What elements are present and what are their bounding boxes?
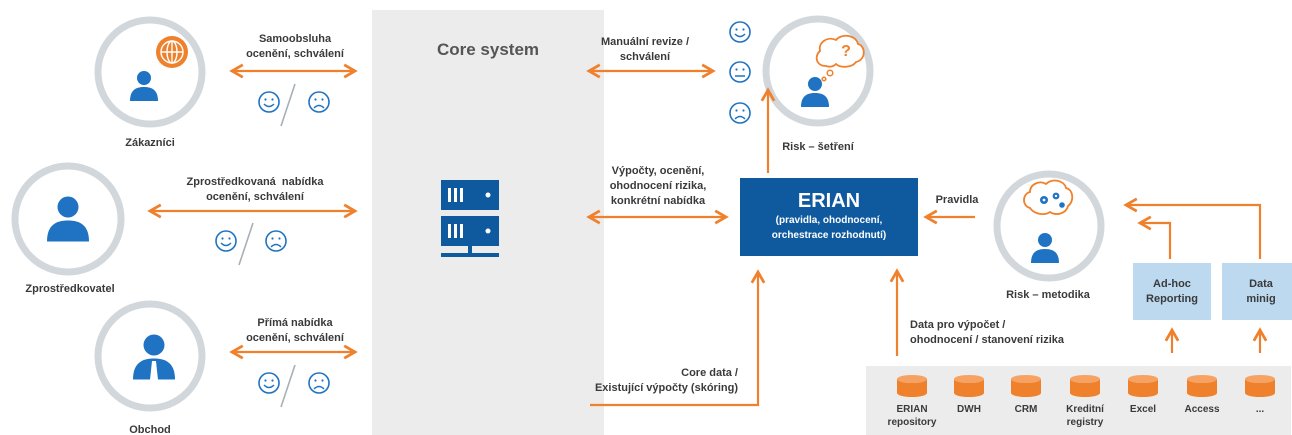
sales-label: Obchod [129, 424, 171, 435]
smiley-icon [215, 230, 237, 252]
self-service-line-1: Samoobsluha [258, 33, 332, 45]
source-label-access: Access [1167, 403, 1237, 416]
source-label-erian-repository: ERIAN repository [877, 403, 947, 429]
risk-investigation-circle: ? [762, 15, 874, 127]
source-text: DWH [957, 404, 981, 415]
risk-investigation-label: Risk – šetření [782, 141, 854, 153]
frown-icon [308, 372, 330, 394]
intermediated-label: Zprostředkovaná nabídka ocenění, schvále… [165, 175, 345, 205]
source-text: CRM [1014, 404, 1038, 415]
manual-review-line-1: Manuální revize / [600, 36, 690, 48]
data-mining-label: Data minig [1246, 277, 1275, 307]
slash-divider [238, 222, 254, 266]
adhoc-line-1: Ad-hoc [1153, 277, 1191, 290]
frown-icon [729, 102, 751, 124]
arrow-icon [1123, 197, 1262, 259]
smiley-icon [729, 21, 751, 43]
database-icon [1011, 375, 1041, 397]
source-text: Excel [1129, 404, 1157, 415]
core-data-line-1: Core data / [681, 367, 738, 379]
tie-icon [150, 361, 158, 384]
svg-text:?: ? [841, 43, 851, 60]
database-icon [954, 375, 984, 397]
frown-icon [265, 230, 287, 252]
calculations-label: Výpočty, ocenění, ohodnocení rizika, kon… [598, 164, 718, 209]
intermediary-circle [11, 162, 125, 276]
risk-methodology-circle [993, 170, 1105, 282]
direct-label: Přímá nabídka ocenění, schválení [240, 316, 350, 346]
self-service-line-2: ocenění, schválení [246, 48, 344, 60]
thought-bubble-icon: ? [815, 34, 865, 82]
customers-circle [94, 16, 206, 128]
source-label-crm: CRM [991, 403, 1061, 416]
arrow-icon [1137, 215, 1172, 259]
source-label-excel: Excel [1108, 403, 1178, 416]
intermediated-line-2: ocenění, schválení [206, 191, 304, 203]
database-icon [897, 375, 927, 397]
direct-line-2: ocenění, schválení [246, 332, 344, 344]
calc-data-line-2: ohodnocení / stanovení rizika [910, 334, 1065, 346]
database-icon [1070, 375, 1100, 397]
arrow-icon [590, 269, 766, 407]
database-icon [1245, 375, 1275, 397]
rules-label: Pravidla [935, 194, 979, 206]
database-icon [1187, 375, 1217, 397]
erian-box: ERIAN (pravidla, ohodnocení, orchestrace… [740, 178, 918, 256]
core-data-label: Core data / Existující výpočty (skóring) [578, 366, 738, 396]
source-label-more: ... [1225, 403, 1292, 416]
core-data-line-2: Existující výpočty (skóring) [594, 382, 738, 394]
source-text: ... [1255, 404, 1265, 415]
smiley-icon [258, 372, 280, 394]
mining-line-1: Data [1249, 277, 1273, 290]
direct-line-1: Přímá nabídka [257, 317, 333, 329]
risk-methodology-label: Risk – metodika [1006, 289, 1090, 301]
slash-divider [280, 83, 296, 127]
mining-line-2: minig [1246, 292, 1276, 305]
adhoc-reporting-label: Ad-hoc Reporting [1146, 277, 1198, 307]
adhoc-reporting-box: Ad-hoc Reporting [1133, 263, 1211, 320]
data-mining-box: Data minig [1222, 263, 1292, 320]
source-label-dwh: DWH [934, 403, 1004, 416]
self-service-label: Samoobsluha ocenění, schválení [240, 32, 350, 62]
frown-icon [308, 91, 330, 113]
manual-review-label: Manuální revize / schválení [590, 35, 700, 65]
calculations-line-2: ohodnocení rizika, [609, 180, 707, 192]
calculations-line-1: Výpočty, ocenění, [611, 165, 705, 177]
source-text: Access [1184, 404, 1220, 415]
source-text: registry [1066, 417, 1104, 428]
server-icon [441, 180, 499, 257]
intermediary-label: Zprostředkovatel [25, 283, 115, 295]
erian-title: ERIAN [797, 190, 861, 212]
neutral-face-icon [729, 61, 751, 83]
erian-subtitle-line-1: (pravidla, ohodnocení, [775, 215, 883, 226]
source-text: ERIAN [896, 404, 928, 415]
sales-circle [94, 300, 206, 412]
source-text: Kreditní [1066, 404, 1104, 415]
manual-review-line-2: schválení [619, 51, 671, 63]
calc-data-line-1: Data pro výpočet / [910, 319, 1006, 331]
calc-data-label: Data pro výpočet / ohodnocení / stanoven… [910, 318, 1080, 348]
smiley-icon [258, 91, 280, 113]
core-system-title: Core system [436, 40, 540, 59]
brain-gears-icon [1023, 179, 1074, 215]
source-text: repository [887, 417, 937, 428]
intermediated-line-1: Zprostředkovaná nabídka [186, 176, 324, 188]
calculations-line-3: konkrétní nabídka [610, 195, 706, 207]
source-label-credit-registry: Kreditní registry [1050, 403, 1120, 429]
database-icon [1128, 375, 1158, 397]
globe-icon [156, 36, 188, 68]
customers-label: Zákazníci [125, 137, 175, 149]
slash-divider [280, 364, 296, 408]
erian-subtitle-line-2: orchestrace rozhodnutí) [771, 230, 887, 241]
adhoc-line-2: Reporting [1146, 292, 1198, 305]
